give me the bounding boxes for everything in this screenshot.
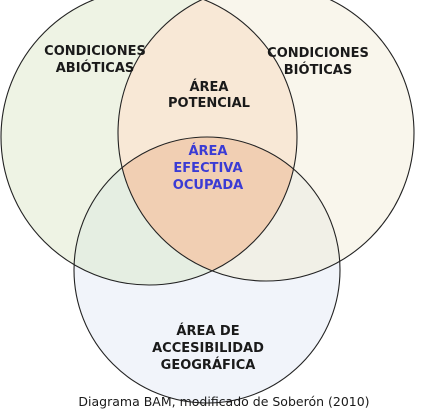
potential-area-label-line2: POTENCIAL: [168, 96, 250, 111]
geographic-label-line1: ÁREA DE: [176, 323, 239, 339]
occupied-area-label-line2: EFECTIVA: [173, 161, 242, 176]
biotic-label-line2: BIÓTICAS: [284, 62, 352, 78]
abiotic-label-line2: ABIÓTICAS: [56, 60, 135, 76]
abiotic-circle-outline: [0, 0, 298, 286]
geographic-circle-outline: [73, 136, 341, 404]
biotic-label-line1: CONDICIONES: [267, 46, 369, 61]
abiotic-label-line1: CONDICIONES: [44, 44, 146, 59]
occupied-area-label-line1: ÁREA: [188, 143, 227, 159]
potential-area-label-line1: ÁREA: [189, 79, 228, 95]
geographic-label-line3: GEOGRÁFICA: [161, 357, 256, 373]
occupied-area-label-line3: OCUPADA: [173, 178, 243, 193]
biotic-circle-outline: [117, 0, 415, 282]
diagram-caption: Diagrama BAM, modificado de Soberón (201…: [78, 394, 369, 409]
geographic-label-line2: ACCESIBILIDAD: [152, 341, 264, 356]
